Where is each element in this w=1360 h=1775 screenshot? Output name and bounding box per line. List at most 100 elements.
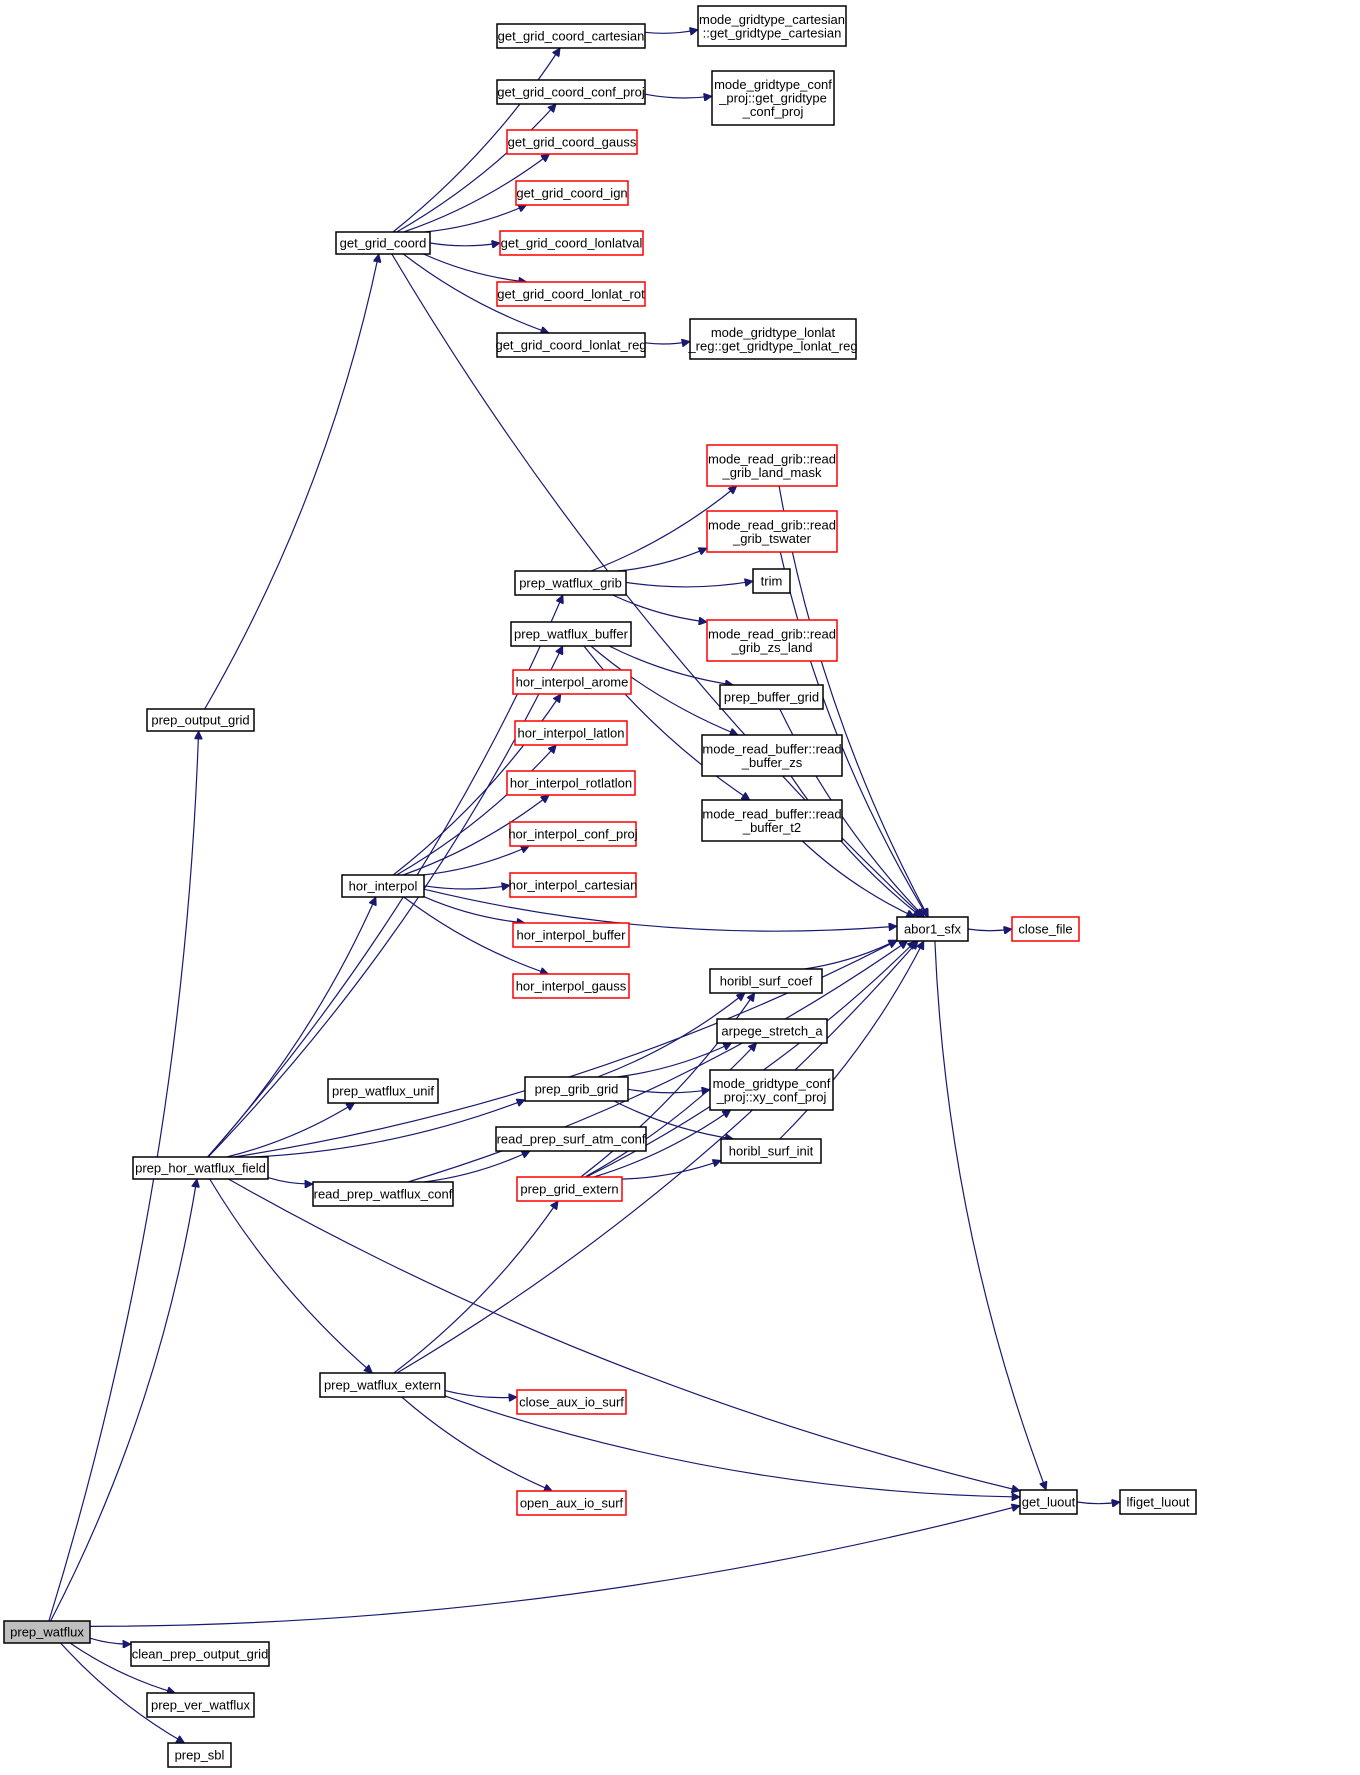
node-mode-gridtype-cartesian[interactable]: mode_gridtype_cartesian::get_gridtype_ca… [697, 5, 847, 47]
node-box[interactable] [496, 332, 646, 358]
node-box[interactable] [512, 973, 630, 999]
node-box[interactable] [146, 1692, 255, 1718]
node-close-file[interactable]: close_file [1011, 916, 1080, 942]
node-box[interactable] [499, 230, 644, 256]
node-lfiget-luout[interactable]: lfiget_luout [1119, 1489, 1197, 1515]
node-box[interactable] [146, 708, 255, 732]
node-get-grid-coord-lonlatval[interactable]: get_grid_coord_lonlatval [499, 230, 644, 256]
node-prep-watflux[interactable]: prep_watflux [3, 1620, 91, 1644]
node-box[interactable] [709, 968, 823, 994]
node-box[interactable] [319, 1372, 446, 1398]
node-close-aux-io-surf[interactable]: close_aux_io_surf [516, 1389, 627, 1415]
node-read-buffer-zs[interactable]: mode_read_buffer::read_buffer_zs [701, 734, 843, 777]
node-read-buffer-t2[interactable]: mode_read_buffer::read_buffer_t2 [701, 799, 843, 842]
node-box[interactable] [512, 669, 632, 695]
node-hor-interpol-rotlatlon[interactable]: hor_interpol_rotlatlon [506, 770, 636, 796]
node-read-grib-zs-land[interactable]: mode_read_grib::read_grib_zs_land [706, 619, 838, 662]
node-box[interactable] [1019, 1489, 1078, 1515]
node-box[interactable] [1119, 1489, 1197, 1515]
node-prep-watflux-buffer[interactable]: prep_watflux_buffer [510, 621, 632, 647]
node-box[interactable] [706, 619, 838, 662]
node-prep-grid-extern[interactable]: prep_grid_extern [516, 1176, 623, 1202]
node-box[interactable] [506, 770, 636, 796]
node-box[interactable] [709, 1069, 834, 1111]
node-box[interactable] [896, 916, 969, 942]
node-get-grid-coord-ign[interactable]: get_grid_coord_ign [515, 180, 629, 206]
node-prep-output-grid[interactable]: prep_output_grid [146, 708, 255, 732]
node-box[interactable] [514, 570, 627, 596]
node-get-grid-coord-gauss[interactable]: get_grid_coord_gauss [506, 129, 638, 155]
node-hor-interpol-latlon[interactable]: hor_interpol_latlon [514, 720, 628, 746]
node-box[interactable] [132, 1156, 269, 1180]
node-box[interactable] [689, 318, 857, 360]
node-hor-interpol-cartesian[interactable]: hor_interpol_cartesian [509, 872, 638, 898]
node-get-grid-coord-lonlat-rot[interactable]: get_grid_coord_lonlat_rot [496, 281, 646, 307]
node-box[interactable] [516, 1490, 627, 1516]
node-mode-gridtype-lonlat-reg[interactable]: mode_gridtype_lonlat_reg::get_gridtype_l… [687, 318, 858, 360]
node-box[interactable] [341, 874, 425, 898]
node-clean-prep-output-grid[interactable]: clean_prep_output_grid [130, 1641, 270, 1667]
node-box[interactable] [3, 1620, 91, 1644]
node-box[interactable] [510, 621, 632, 647]
node-box[interactable] [167, 1742, 232, 1768]
node-hor-interpol-arome[interactable]: hor_interpol_arome [512, 669, 632, 695]
node-read-prep-watflux-conf[interactable]: read_prep_watflux_conf [312, 1181, 454, 1207]
node-get-grid-coord-lonlat-reg[interactable]: get_grid_coord_lonlat_reg [495, 332, 647, 358]
node-box[interactable] [327, 1078, 439, 1104]
node-box[interactable] [1011, 916, 1080, 942]
node-get-grid-coord-cartesian[interactable]: get_grid_coord_cartesian [496, 23, 646, 49]
node-box[interactable] [524, 1076, 629, 1102]
node-box[interactable] [515, 180, 629, 206]
node-get-luout[interactable]: get_luout [1019, 1489, 1078, 1515]
node-box[interactable] [752, 568, 791, 594]
node-abor1-sfx[interactable]: abor1_sfx [896, 916, 969, 942]
node-trim[interactable]: trim [752, 568, 791, 594]
node-hor-interpol-gauss[interactable]: hor_interpol_gauss [512, 973, 630, 999]
node-prep-ver-watflux[interactable]: prep_ver_watflux [146, 1692, 255, 1718]
node-box[interactable] [516, 1176, 623, 1202]
node-prep-buffer-grid[interactable]: prep_buffer_grid [719, 684, 824, 710]
node-box[interactable] [335, 231, 431, 255]
node-box[interactable] [495, 1126, 647, 1152]
node-box[interactable] [514, 720, 628, 746]
node-box[interactable] [720, 1138, 822, 1164]
node-arpege-stretch-a[interactable]: arpege_stretch_a [716, 1018, 828, 1044]
node-box[interactable] [701, 799, 843, 842]
node-prep-watflux-unif[interactable]: prep_watflux_unif [327, 1078, 439, 1104]
node-box[interactable] [716, 1018, 828, 1044]
node-read-grib-land-mask[interactable]: mode_read_grib::read_grib_land_mask [706, 444, 838, 487]
node-prep-watflux-extern[interactable]: prep_watflux_extern [319, 1372, 446, 1398]
node-hor-interpol-conf-proj[interactable]: hor_interpol_conf_proj [508, 821, 638, 847]
node-box[interactable] [706, 444, 838, 487]
node-hor-interpol[interactable]: hor_interpol [341, 874, 425, 898]
node-get-grid-coord-conf-proj[interactable]: get_grid_coord_conf_proj [496, 79, 646, 105]
node-box[interactable] [509, 872, 637, 898]
node-box[interactable] [719, 684, 824, 710]
node-horibl-surf-init[interactable]: horibl_surf_init [720, 1138, 822, 1164]
node-box[interactable] [509, 821, 637, 847]
node-prep-hor-watflux-field[interactable]: prep_hor_watflux_field [132, 1156, 269, 1180]
node-hor-interpol-buffer[interactable]: hor_interpol_buffer [512, 922, 630, 948]
node-read-grib-tswater[interactable]: mode_read_grib::read_grib_tswater [706, 510, 838, 553]
node-box[interactable] [711, 70, 835, 126]
node-box[interactable] [506, 129, 638, 155]
node-prep-grib-grid[interactable]: prep_grib_grid [524, 1076, 629, 1102]
node-open-aux-io-surf[interactable]: open_aux_io_surf [516, 1490, 627, 1516]
node-box[interactable] [130, 1641, 270, 1667]
node-horibl-surf-coef[interactable]: horibl_surf_coef [709, 968, 823, 994]
node-box[interactable] [706, 510, 838, 553]
node-box[interactable] [512, 922, 630, 948]
node-box[interactable] [312, 1181, 454, 1207]
node-read-prep-surf-atm-conf[interactable]: read_prep_surf_atm_conf [495, 1126, 647, 1152]
node-xy-conf-proj[interactable]: mode_gridtype_conf_proj::xy_conf_proj [709, 1069, 834, 1111]
node-box[interactable] [697, 5, 847, 47]
node-box[interactable] [701, 734, 843, 777]
node-box[interactable] [496, 23, 646, 49]
node-mode-gridtype-conf-proj-get[interactable]: mode_gridtype_conf_proj::get_gridtype_co… [711, 70, 835, 126]
node-box[interactable] [496, 281, 646, 307]
node-prep-watflux-grib[interactable]: prep_watflux_grib [514, 570, 627, 596]
node-box[interactable] [496, 79, 646, 105]
node-box[interactable] [516, 1389, 627, 1415]
node-prep-sbl[interactable]: prep_sbl [167, 1742, 232, 1768]
node-get-grid-coord[interactable]: get_grid_coord [335, 231, 431, 255]
